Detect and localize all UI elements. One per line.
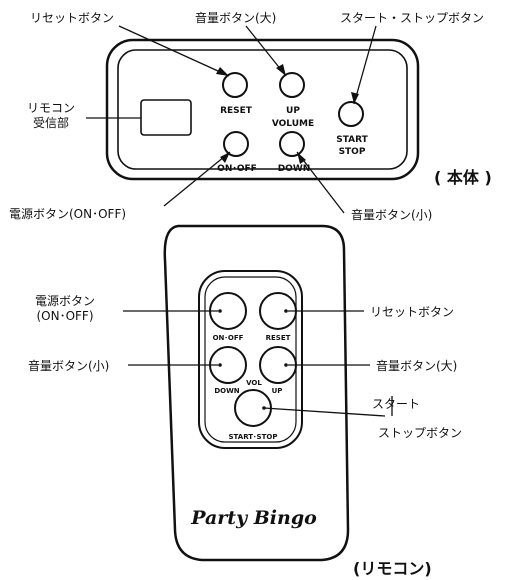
arrow-main-power — [220, 152, 230, 163]
dot-remote-volume-down — [218, 363, 222, 367]
remote-control: ON･OFF RESET DOWN VOL UP START･STOP 電源ボタ… — [28, 224, 462, 578]
main-start-stop-button[interactable] — [338, 101, 364, 127]
callout-main-receiver-2: 受信部 — [33, 115, 69, 130]
remote-title: (リモコン) — [353, 559, 432, 578]
main-on-off-label: ON･OFF — [217, 164, 257, 174]
callout-remote-reset: リセットボタン — [370, 305, 454, 319]
main-volume-down-button[interactable] — [279, 131, 305, 157]
callout-main-reset: リセットボタン — [30, 11, 114, 25]
remote-brand-logo: Party Bingo — [190, 507, 317, 529]
main-unit: RESET UP VOLUME START STOP ON･OFF DOWN リ… — [9, 10, 492, 222]
remote-up-label: UP — [272, 387, 283, 395]
dot-remote-power — [218, 309, 222, 313]
callout-remote-start-stop-1: スタート — [372, 397, 420, 411]
leader-main-start-stop — [353, 25, 377, 105]
dot-remote-reset — [284, 309, 288, 313]
callout-remote-power-1: 電源ボタン — [35, 294, 95, 308]
callout-remote-start-stop-2: ストップボタン — [378, 426, 462, 440]
main-up-label: UP — [286, 106, 300, 116]
callout-main-volume-down: 音量ボタン(小) — [351, 207, 432, 222]
main-volume-label: VOLUME — [272, 119, 314, 129]
callout-main-start-stop: スタート・ストップボタン — [340, 11, 484, 25]
main-start-label: START — [336, 135, 368, 145]
arrow-main-volume-down — [297, 152, 306, 164]
remote-receiver-window — [140, 99, 192, 136]
callout-remote-volume-down: 音量ボタン(小) — [28, 358, 109, 373]
remote-start-stop-label: START･STOP — [229, 433, 278, 441]
callout-main-receiver-1: リモコン — [27, 101, 75, 115]
main-reset-label: RESET — [220, 106, 253, 116]
dot-remote-volume-up — [284, 363, 288, 367]
main-stop-label: STOP — [339, 147, 366, 157]
remote-vol-label: VOL — [246, 379, 262, 387]
remote-on-off-label: ON･OFF — [213, 334, 244, 342]
leader-main-power — [163, 151, 231, 207]
main-reset-button[interactable] — [222, 72, 248, 98]
leader-main-reset — [118, 25, 230, 77]
main-volume-up-button[interactable] — [279, 72, 305, 98]
main-unit-body — [105, 38, 420, 181]
leader-remote-start-stop — [263, 407, 386, 417]
remote-reset-label: RESET — [266, 334, 291, 342]
callout-remote-volume-up: 音量ボタン(大) — [376, 358, 457, 373]
callout-main-power: 電源ボタン(ON･OFF) — [9, 207, 126, 221]
main-unit-panel — [117, 49, 408, 170]
callout-remote-power-2: (ON･OFF) — [36, 309, 93, 323]
main-unit-title: ( 本体 ) — [434, 168, 492, 187]
arrow-main-start-stop — [351, 92, 359, 104]
callout-main-volume-up: 音量ボタン(大) — [195, 10, 276, 25]
arrow-main-reset — [216, 67, 229, 76]
arrow-main-volume-up — [276, 64, 286, 76]
main-down-label: DOWN — [278, 164, 311, 174]
leader-main-volume-down — [296, 151, 345, 214]
dot-remote-start-stop — [262, 406, 266, 410]
remote-down-label: DOWN — [214, 387, 239, 395]
main-power-button[interactable] — [223, 131, 249, 157]
